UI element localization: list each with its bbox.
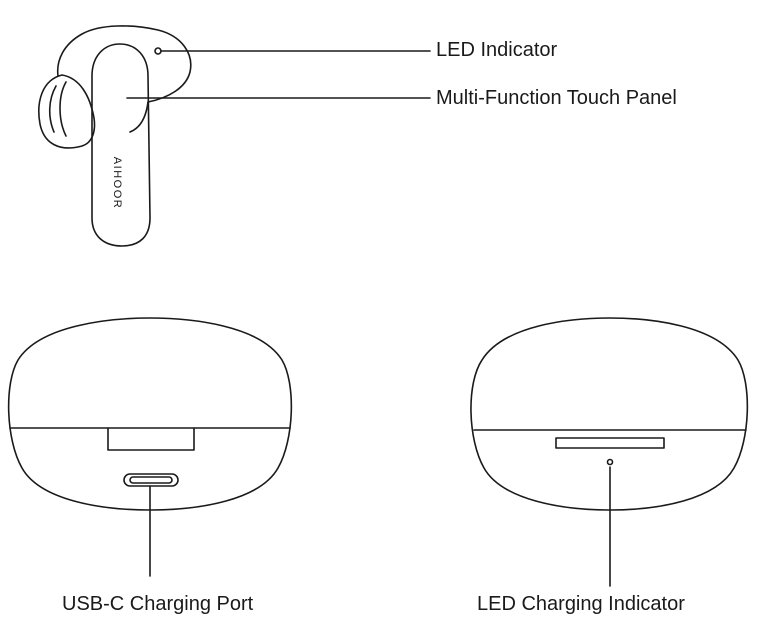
- earbud-ear-tip: [38, 74, 96, 149]
- earbud-brand-text: AIHOOR: [111, 157, 123, 209]
- earbud-stem: [91, 43, 151, 247]
- earbud-head-lower: [129, 101, 149, 133]
- usb-c-port: [123, 473, 179, 487]
- case-right-hinge-notch: [555, 437, 665, 449]
- earbud-head: [56, 25, 192, 103]
- charging-led-dot: [606, 458, 614, 466]
- earbud-ear-tip-inner: [48, 81, 67, 137]
- usb-c-port-inner: [129, 476, 173, 484]
- label-led-charging-indicator: LED Charging Indicator: [477, 593, 685, 615]
- label-led-indicator: LED Indicator: [436, 39, 558, 61]
- charging-case-usb: [7, 317, 293, 577]
- label-touch-panel: Multi-Function Touch Panel: [436, 87, 677, 109]
- earbud-led-dot: [154, 47, 162, 55]
- case-left-hinge-notch: [107, 427, 195, 451]
- charging-case-led: [470, 317, 749, 587]
- case-right-body: [470, 317, 749, 511]
- case-left-body: [7, 317, 293, 511]
- earbud: [38, 25, 192, 247]
- label-usb-c-port: USB-C Charging Port: [62, 593, 254, 615]
